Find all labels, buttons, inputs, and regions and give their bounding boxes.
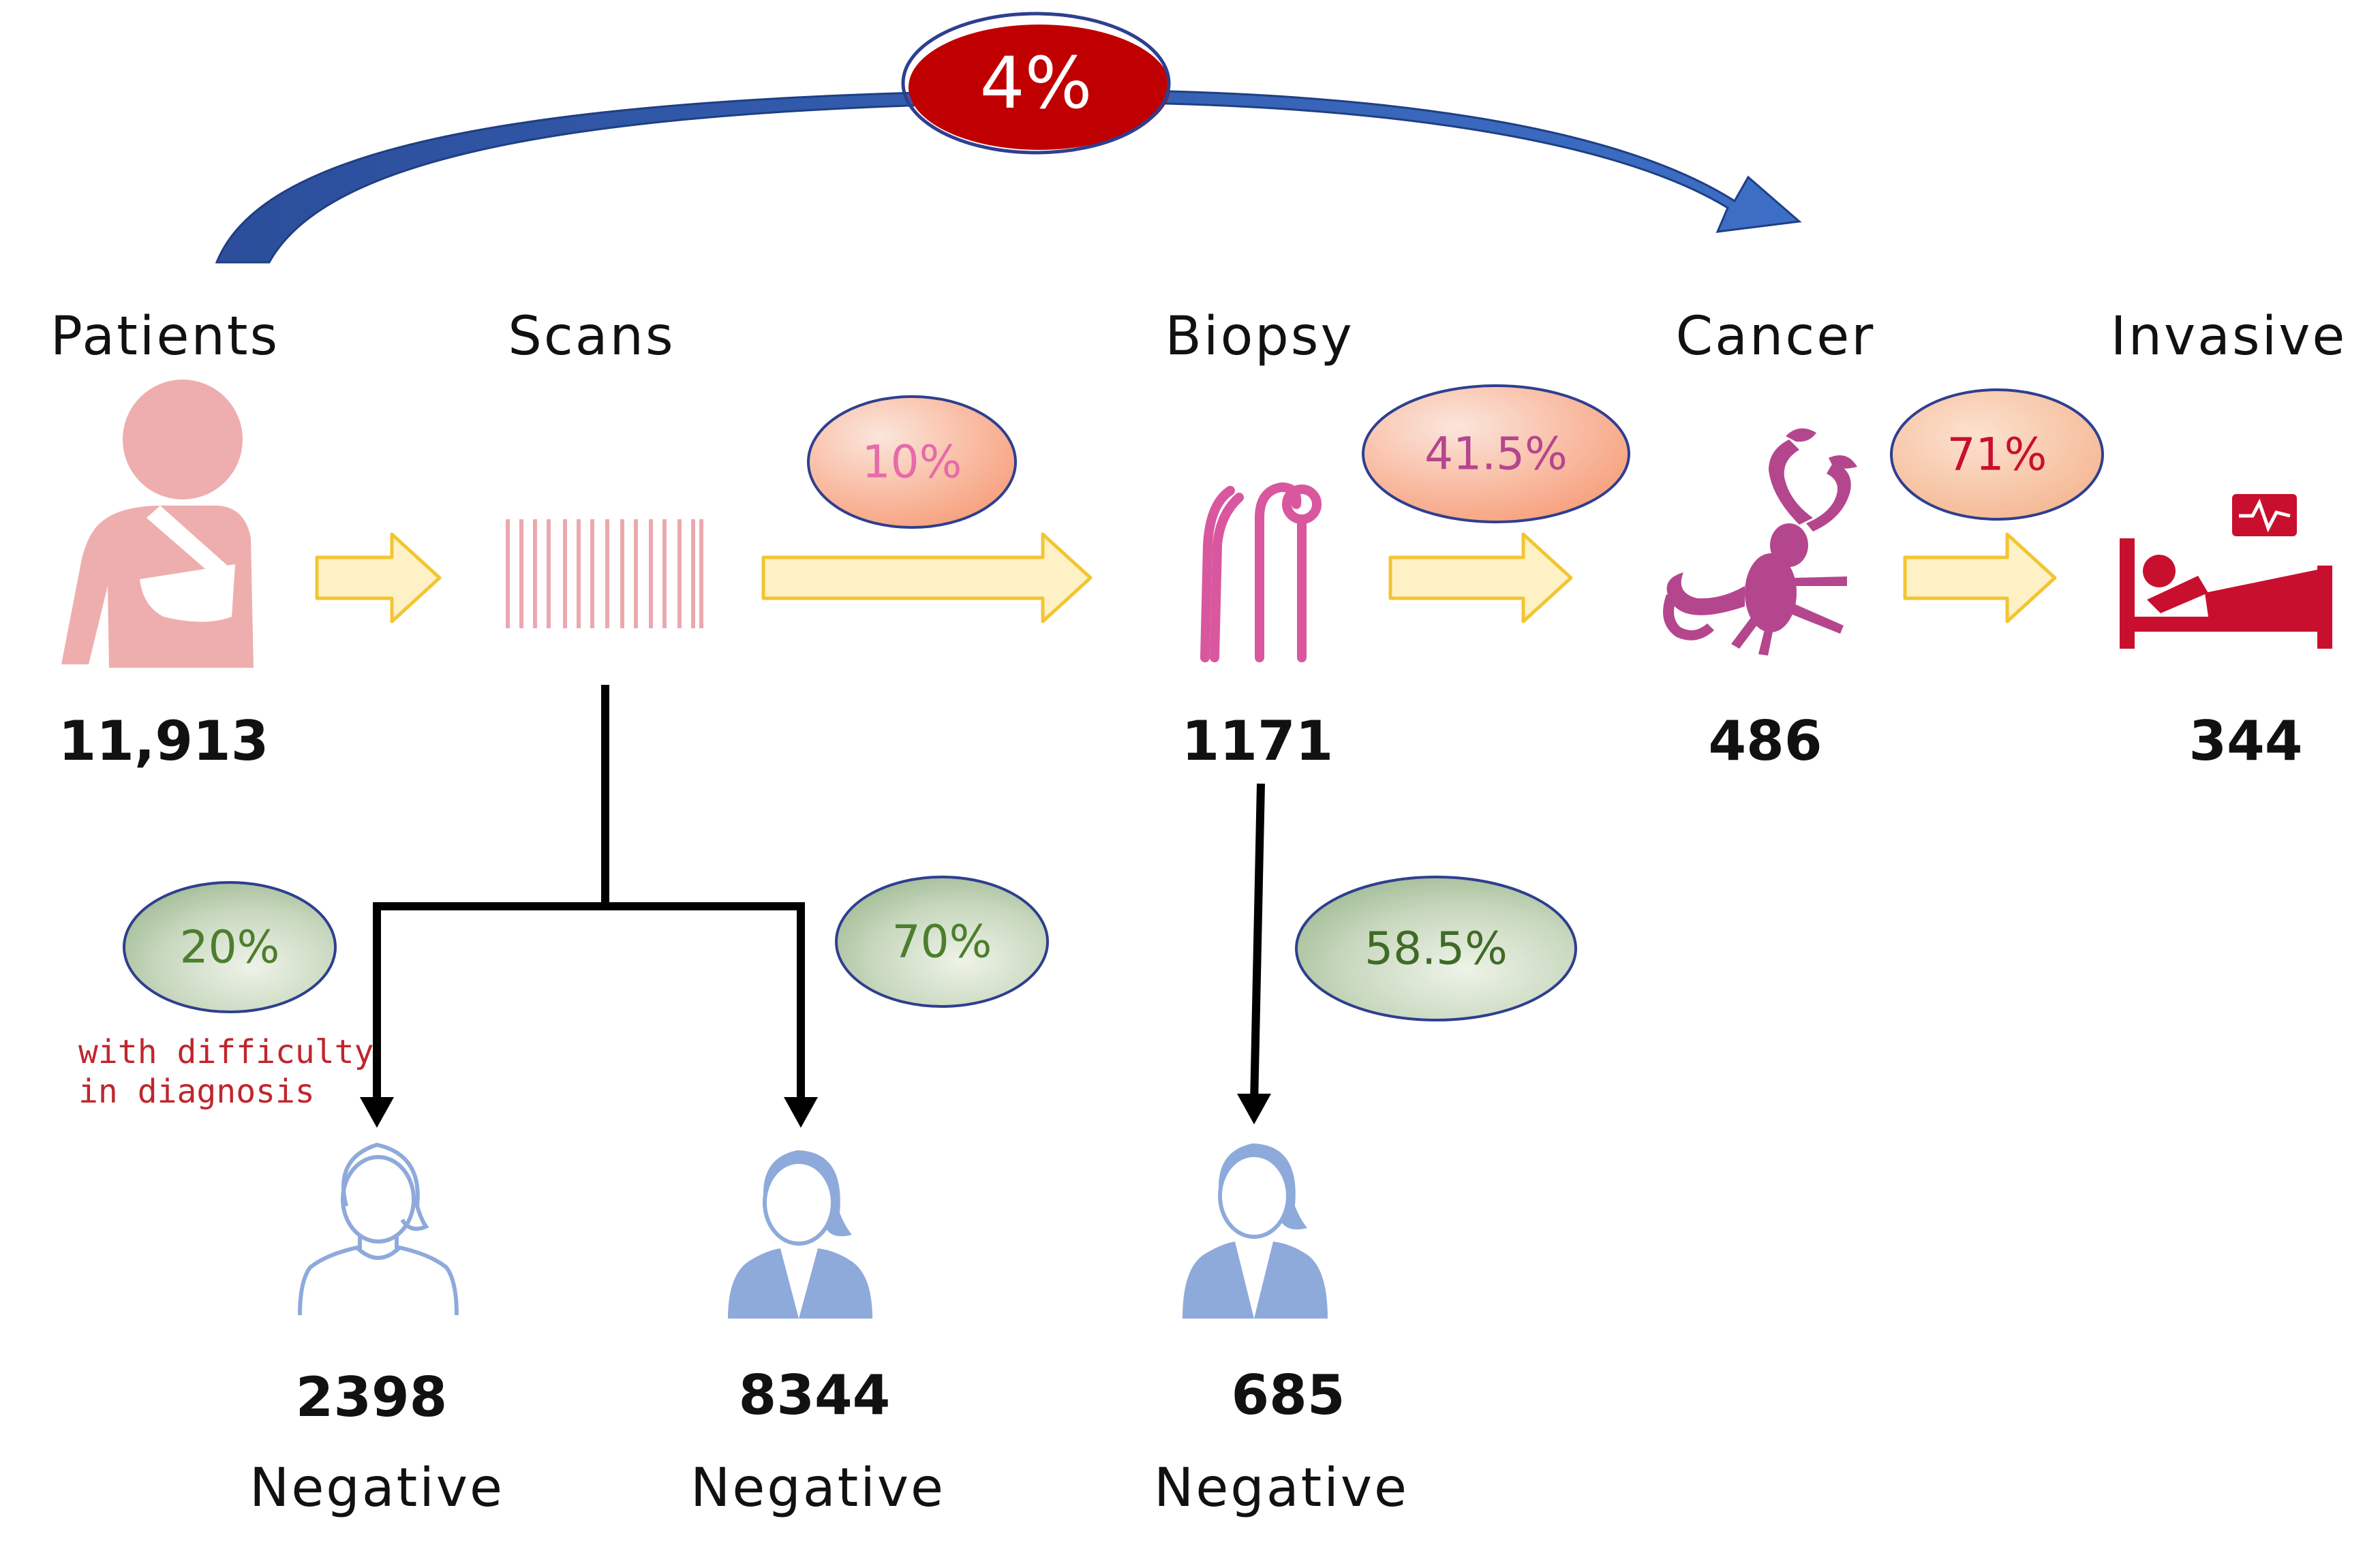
negative-badge-biopsy: 58.5% bbox=[1295, 876, 1577, 1021]
transition-percent-biopsy-cancer: 41.5% bbox=[1424, 428, 1568, 480]
scorpion-icon bbox=[1663, 428, 1857, 656]
negative-label-scans: Negative bbox=[690, 1458, 945, 1519]
flow-arrow-scans-biopsy bbox=[761, 532, 1093, 623]
stage-heading-invasive: Invasive bbox=[2111, 306, 2347, 367]
patient-arm-sling-icon bbox=[61, 380, 254, 668]
stage-heading-scans: Scans bbox=[508, 306, 675, 367]
flow-arrow-patients-scans bbox=[315, 532, 442, 623]
woman-filled-icon-biopsy bbox=[1183, 1143, 1328, 1319]
transition-badge-biopsy-cancer: 41.5% bbox=[1362, 384, 1630, 523]
negative-count-biopsy: 685 bbox=[1232, 1364, 1345, 1427]
stage-count-patients: 11,913 bbox=[59, 709, 269, 773]
transition-percent-scans-biopsy: 10% bbox=[862, 436, 962, 489]
woman-outline-icon bbox=[298, 1142, 459, 1316]
stage-heading-cancer: Cancer bbox=[1676, 306, 1876, 367]
transition-badge-scans-biopsy: 10% bbox=[807, 395, 1017, 529]
negative-branch-arrowheads bbox=[360, 1094, 1271, 1128]
negative-badge-scans: 70% bbox=[835, 876, 1049, 1008]
negative-badge-difficulty: 20% bbox=[123, 881, 337, 1013]
difficulty-note-line-2: in diagnosis bbox=[78, 1073, 315, 1111]
difficulty-note-line-1: with difficulty bbox=[78, 1033, 373, 1071]
stage-heading-biopsy: Biopsy bbox=[1165, 306, 1354, 367]
stage-count-biopsy: 1171 bbox=[1182, 709, 1334, 773]
overall-badge-shape bbox=[909, 25, 1170, 150]
stage-count-invasive: 344 bbox=[2189, 709, 2303, 773]
overall-badge-outline bbox=[901, 12, 1171, 155]
flow-arrow-biopsy-cancer bbox=[1388, 532, 1573, 623]
curved-arrow-body bbox=[215, 89, 1802, 264]
overall-percent-badge: 4% bbox=[901, 12, 1171, 155]
flow-arrows bbox=[315, 532, 2057, 623]
negative-label-biopsy: Negative bbox=[1154, 1458, 1409, 1519]
hospital-bed-icon bbox=[2120, 494, 2332, 649]
biopsy-tools-icon bbox=[1200, 482, 1322, 662]
negative-percent-scans: 70% bbox=[892, 916, 992, 968]
transition-percent-cancer-invasive: 71% bbox=[1947, 429, 2047, 481]
barcode-scan-icon bbox=[506, 519, 703, 628]
overall-percent: 4% bbox=[980, 42, 1093, 125]
negative-label-difficulty: Negative bbox=[249, 1458, 504, 1519]
overall-curved-arrow bbox=[215, 89, 1802, 264]
stage-count-cancer: 486 bbox=[1709, 709, 1822, 773]
negative-branch-connectors bbox=[373, 685, 1265, 1118]
stage-heading-patients: Patients bbox=[50, 306, 279, 367]
flow-arrow-cancer-invasive bbox=[1903, 532, 2057, 623]
negative-count-scans: 8344 bbox=[739, 1364, 891, 1427]
negative-count-difficulty: 2398 bbox=[296, 1366, 448, 1429]
woman-filled-icon bbox=[728, 1150, 872, 1319]
transition-badge-cancer-invasive: 71% bbox=[1890, 388, 2104, 521]
negative-percent-biopsy: 58.5% bbox=[1364, 923, 1508, 975]
negative-percent-difficulty: 20% bbox=[180, 921, 280, 974]
